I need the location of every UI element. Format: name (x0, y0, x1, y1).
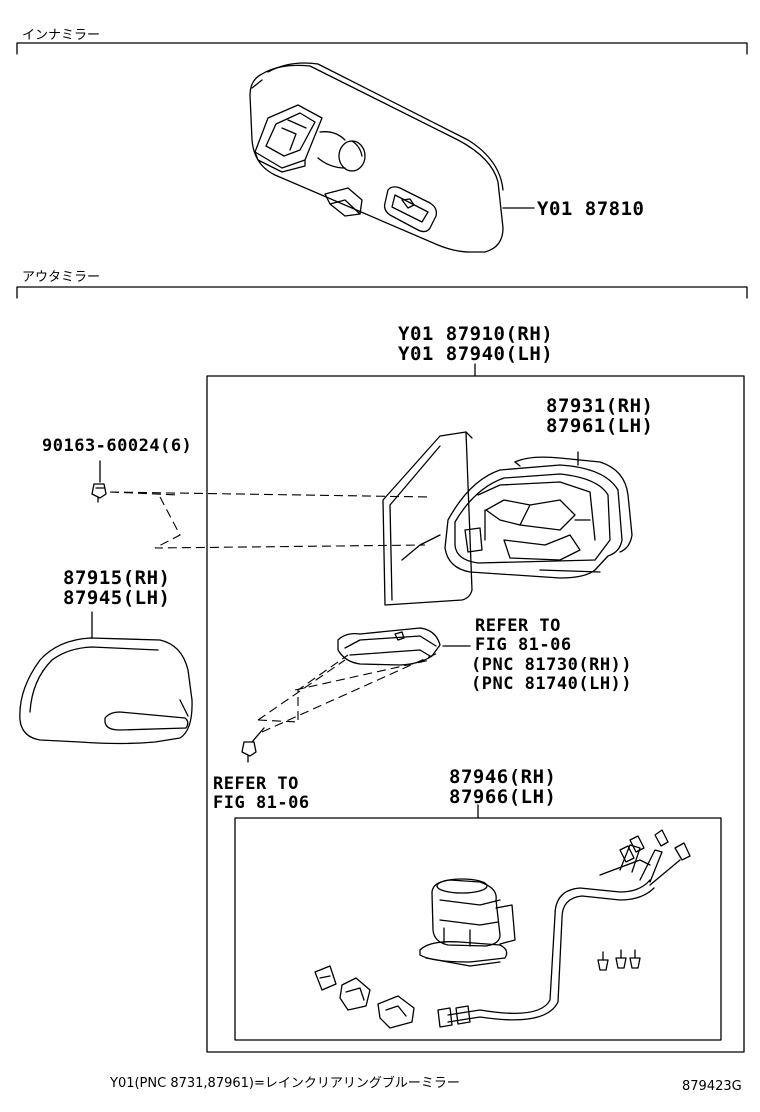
part-label-body-rh: 87931(RH) (546, 395, 654, 417)
leader-lower-screw (251, 727, 265, 743)
part-label-body-lh: 87961(LH) (546, 415, 654, 437)
diagram-code: 879423G (682, 1079, 742, 1094)
mirror-cover-drawing (19, 637, 193, 745)
assembly-frame (206, 375, 745, 1053)
wire-harness-drawing (437, 829, 691, 1028)
actuator-drawing (419, 878, 516, 967)
motor-frame (234, 817, 722, 1041)
turn-lamp-drawing (337, 627, 441, 666)
footer-note: Y01(PNC 8731,87961)=レインクリアリングブルーミラー (110, 1076, 460, 1091)
inner-mirror-drawing (249, 62, 504, 253)
part-label-motor-lh: 87966(LH) (449, 786, 557, 808)
refer-label-lamp-line4: (PNC 81740(LH)) (471, 674, 633, 694)
part-label-mirror-assy-rh: Y01 87910(RH) (398, 323, 554, 345)
section-header-outer-mirror: アウタミラー (22, 270, 101, 285)
small-screws-drawing (597, 949, 641, 971)
part-label-cover-rh: 87915(RH) (63, 567, 171, 589)
refer-label-lamp-line2: FIG 81-06 (475, 635, 572, 655)
refer-label-screw-line1: REFER TO (213, 774, 299, 794)
dashed-assembly-lines (109, 491, 441, 733)
part-label-screw: 90163-60024(6) (42, 436, 193, 456)
part-label-cover-lh: 87945(LH) (63, 587, 171, 609)
section-header-inner-mirror: インナミラー (22, 28, 101, 43)
refer-label-lamp-line3: (PNC 81730(RH)) (471, 655, 633, 675)
screw-upper-drawing (91, 483, 107, 503)
section-bracket-inner (16, 42, 748, 55)
refer-label-screw-line2: FIG 81-06 (213, 793, 310, 813)
section-bracket-outer (16, 286, 748, 299)
mirror-body-drawing (444, 456, 633, 579)
part-label-motor-rh: 87946(RH) (449, 766, 557, 788)
part-label-mirror-assy-lh: Y01 87940(LH) (398, 343, 554, 365)
clips-drawing (314, 965, 415, 1029)
mirror-glass-drawing (382, 431, 473, 606)
refer-label-lamp-line1: REFER TO (475, 616, 561, 636)
screw-lower-drawing (241, 741, 257, 763)
part-label-inner-mirror: Y01 87810 (537, 198, 645, 220)
